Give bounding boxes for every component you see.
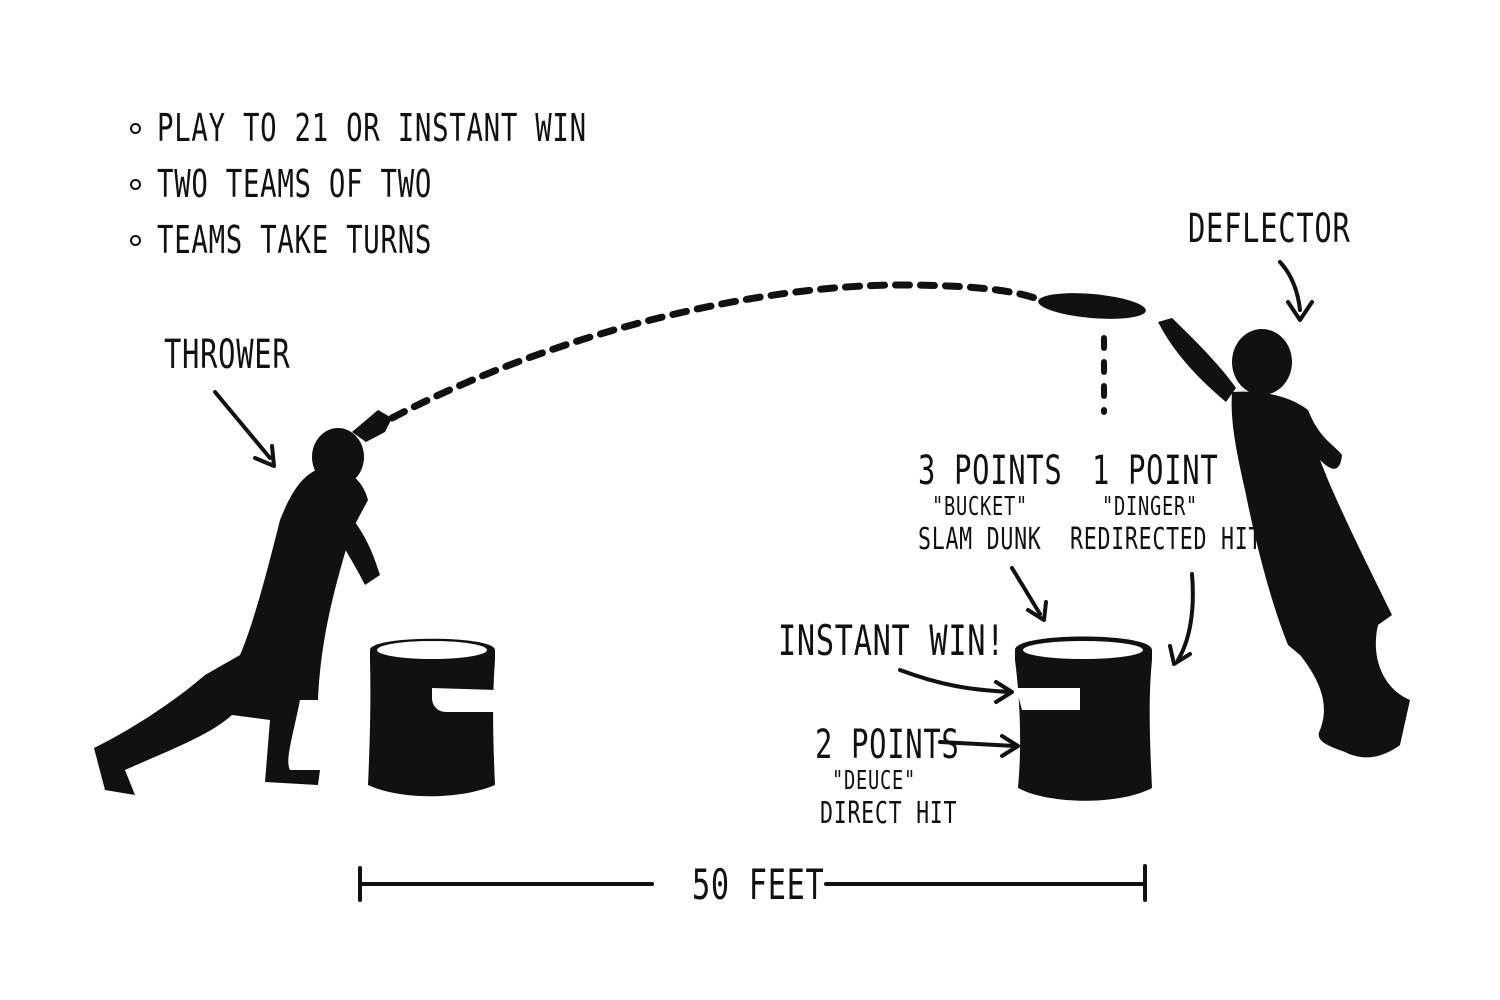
dinger-points: 1 POINT: [1092, 448, 1218, 494]
distance-label: 50 FEET: [692, 860, 824, 909]
deuce-desc: DIRECT HIT: [820, 796, 957, 831]
deflector-label: DEFLECTOR: [1188, 206, 1351, 252]
frisbee-icon: [1037, 289, 1147, 322]
flight-path: [392, 285, 1035, 418]
instant-win-arrow: [900, 670, 1010, 692]
thrower-label: THROWER: [164, 332, 290, 378]
dinger-desc: REDIRECTED HIT: [1070, 522, 1262, 557]
dinger-arrow: [1178, 574, 1193, 660]
deuce-points: 2 POINTS: [815, 722, 959, 768]
thrower-silhouette: [94, 410, 392, 795]
left-bucket: [368, 639, 496, 797]
deuce-name: "DEUCE": [832, 766, 916, 796]
bucket-arrow: [1012, 568, 1040, 614]
bucket-points: 3 POINTS: [918, 448, 1062, 494]
instant-win-label: INSTANT WIN!: [778, 616, 1005, 665]
bucket-name: "BUCKET": [932, 492, 1028, 522]
right-bucket: [1015, 637, 1152, 801]
bucket-desc: SLAM DUNK: [918, 522, 1042, 557]
dinger-name: "DINGER": [1102, 492, 1198, 522]
thrower-arrow: [215, 392, 270, 458]
